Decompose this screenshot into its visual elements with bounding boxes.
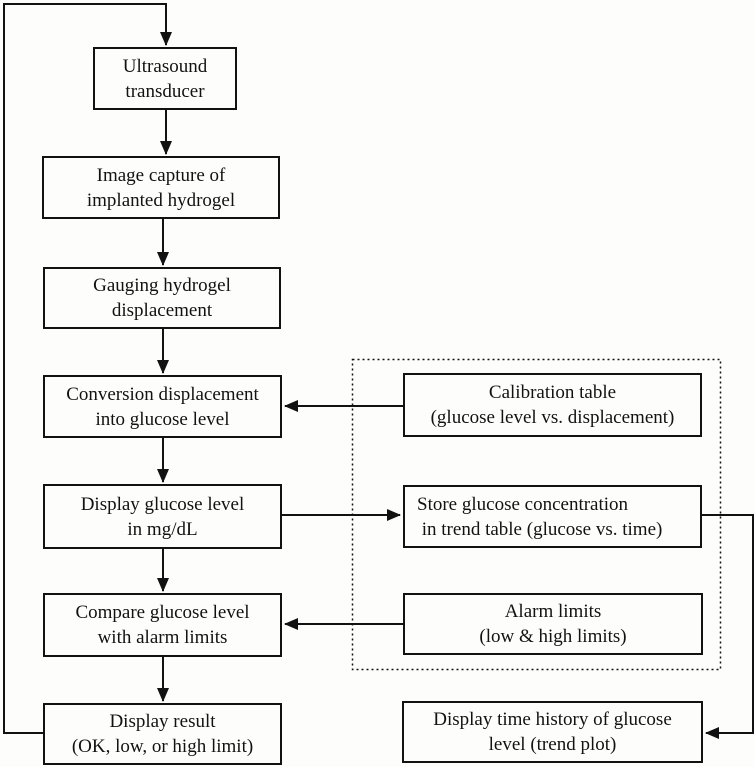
node-alarm-limits-label: Alarm limits (low & high limits) [479,601,627,647]
arrow-store-to-trendplot [702,514,754,739]
node-compare-alarm: Compare glucose level with alarm limits [43,593,282,657]
node-gauging-displacement-label: Gauging hydrogel displacement [93,275,231,321]
node-alarm-limits: Alarm limits (low & high limits) [403,593,703,655]
node-conversion-to-glucose-label: Conversion displacement into glucose lev… [66,383,259,430]
node-image-capture-label: Image capture of implanted hydrogel [86,164,236,211]
node-store-trend-table-label: Store glucose concentration in trend tab… [417,493,663,540]
node-ultrasound-transducer-label: Ultrasound transducer [122,55,208,102]
node-calibration-table: Calibration table (glucose level vs. dis… [403,373,702,437]
node-store-trend-table: Store glucose concentration in trend tab… [403,485,702,548]
arrow-result-to-transducer-loop [3,3,172,734]
node-calibration-table-label: Calibration table (glucose level vs. dis… [430,382,675,428]
node-display-glucose: Display glucose level in mg/dL [43,484,282,549]
node-display-result-label: Display result (OK, low, or high limit) [71,711,254,757]
node-image-capture: Image capture of implanted hydrogel [42,156,280,219]
node-ultrasound-transducer: Ultrasound transducer [93,47,237,110]
node-conversion-to-glucose: Conversion displacement into glucose lev… [43,375,282,438]
node-trend-plot: Display time history of glucose level (t… [402,701,703,763]
node-display-result: Display result (OK, low, or high limit) [43,703,282,765]
node-trend-plot-label: Display time history of glucose level (t… [433,709,672,755]
node-compare-alarm-label: Compare glucose level with alarm limits [75,602,250,648]
node-display-glucose-label: Display glucose level in mg/dL [80,493,245,540]
node-gauging-displacement: Gauging hydrogel displacement [43,267,281,329]
